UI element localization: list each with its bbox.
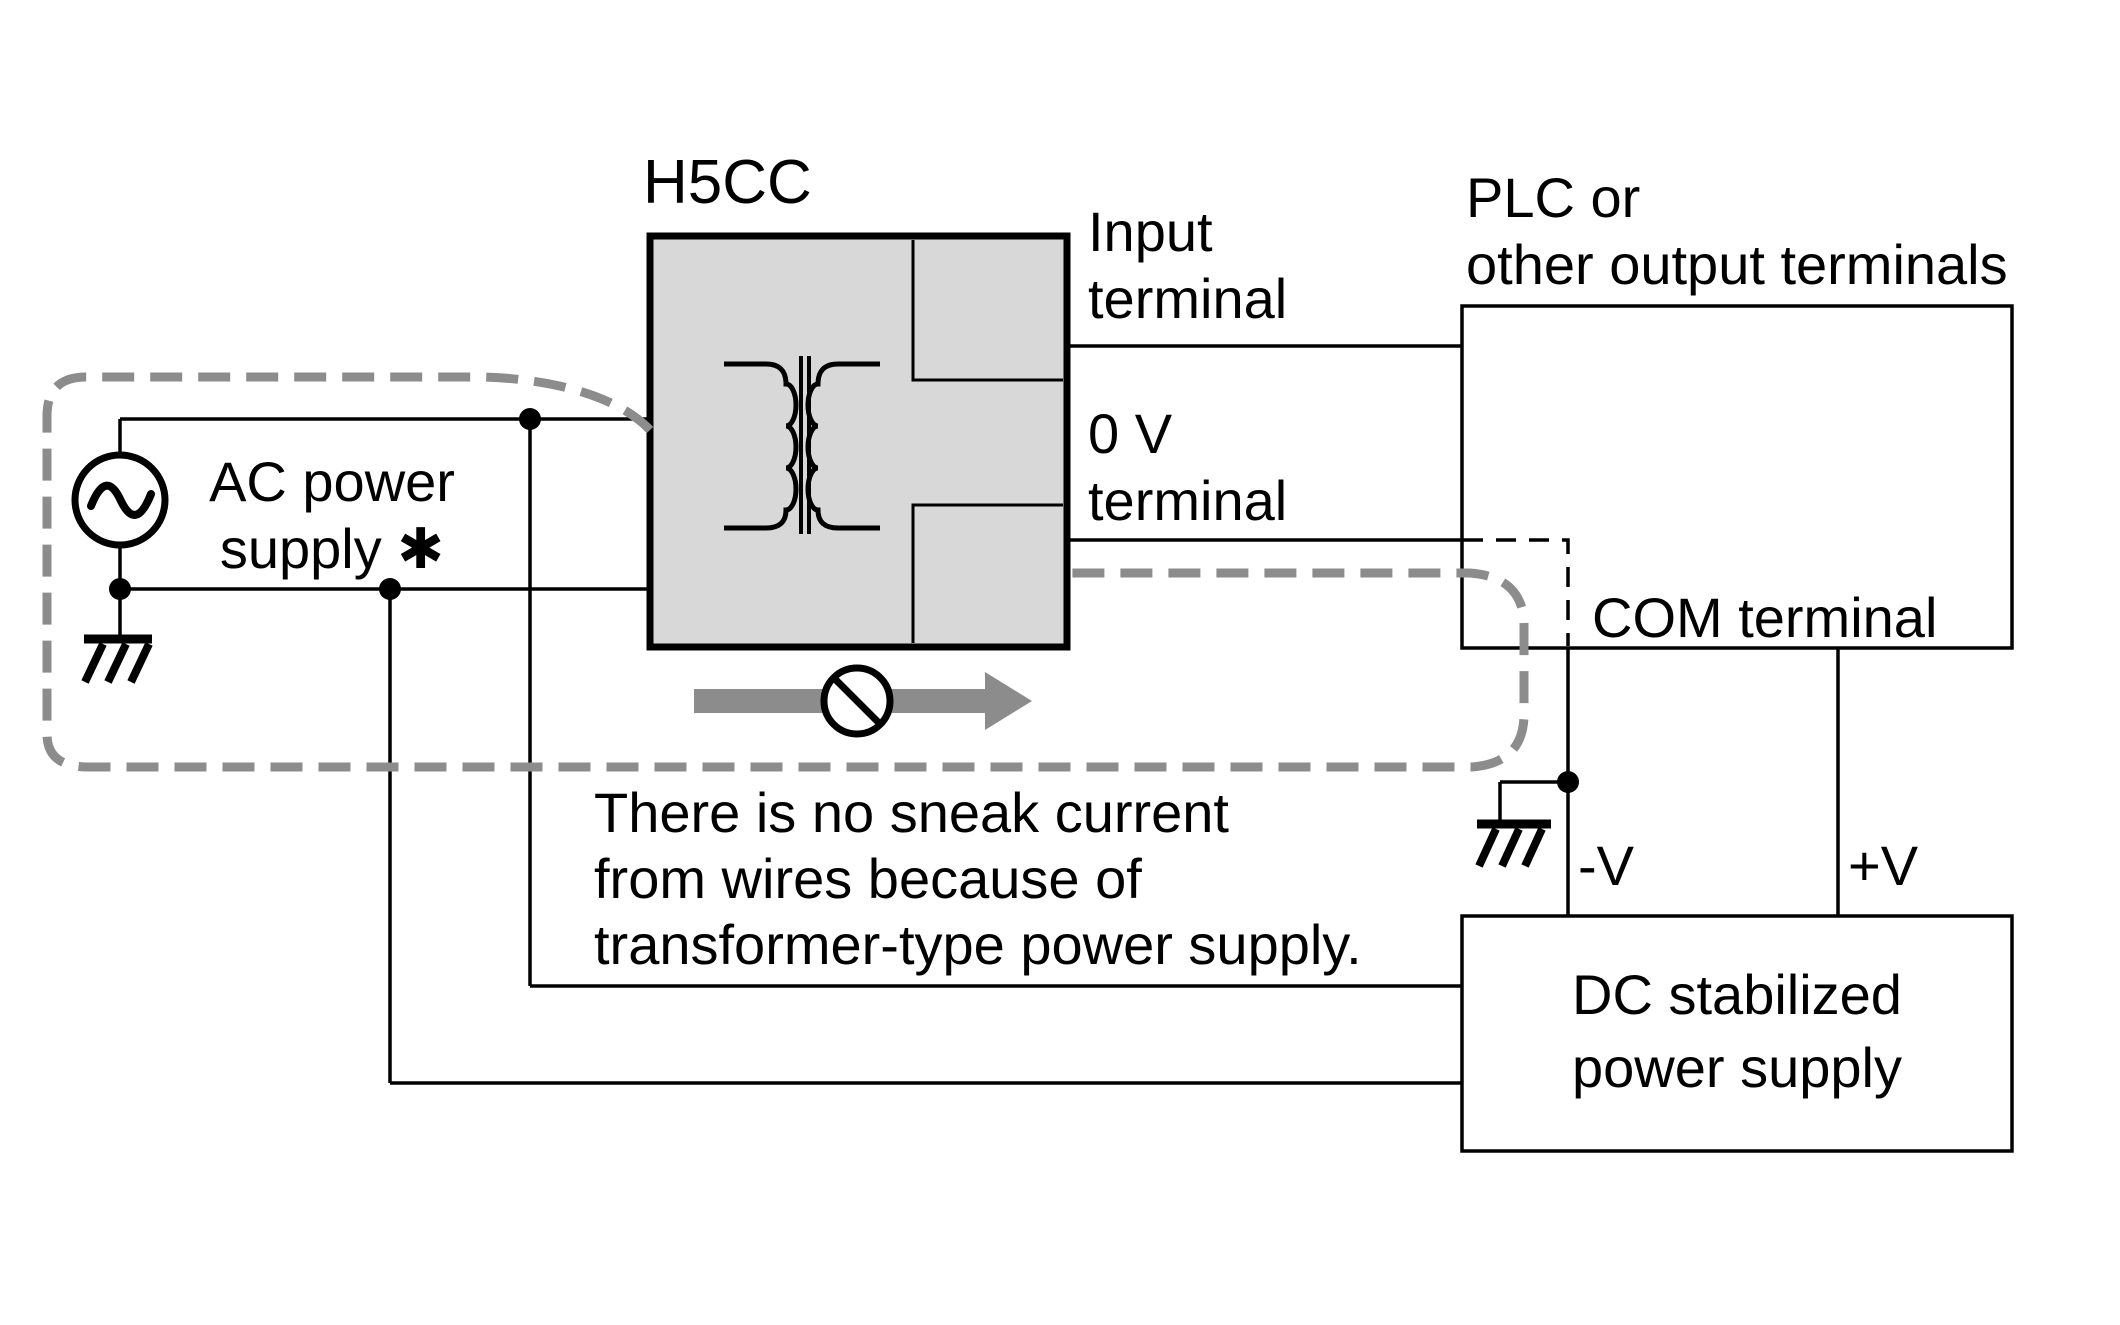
- ground-stroke: [1475, 827, 1500, 868]
- earth-ground-icon-ac: [81, 634, 153, 684]
- note-line2: from wires because of: [594, 847, 1142, 910]
- zero-v-line1: 0 V: [1088, 402, 1173, 465]
- ac-supply-line2: supply ✱: [219, 517, 445, 580]
- input-terminal-line2: terminal: [1088, 267, 1288, 330]
- plus-v-text: +V: [1848, 834, 1919, 897]
- ac-power-supply-label: AC power supply ✱: [182, 448, 482, 582]
- earth-ground-icon-dc: [1475, 819, 1551, 868]
- junction-dot: [519, 408, 541, 430]
- junction-dots: [109, 408, 1579, 793]
- dc-power-supply-box: [1460, 914, 2014, 1153]
- sine-wave-icon: [87, 481, 155, 519]
- isolation-boundary-dashed: [42, 372, 1529, 772]
- no-entry-slash: [831, 675, 883, 727]
- com-terminal-text: COM terminal: [1592, 586, 1938, 649]
- note-line1: There is no sneak current: [594, 781, 1229, 844]
- plc-label-line1: PLC or: [1466, 166, 1641, 229]
- ac-source-icon: [71, 451, 169, 549]
- ground-stroke: [1521, 827, 1546, 868]
- com-internal-dashed-wire: [1463, 538, 1570, 646]
- wires: [118, 344, 1462, 1085]
- note-line3: transformer-type power supply.: [594, 913, 1362, 976]
- h5cc-label-text: H5CC: [643, 148, 812, 217]
- h5cc-label: H5CC: [643, 150, 812, 216]
- dc-wires: [1498, 648, 1840, 916]
- h5cc-input-block-divider: [911, 240, 1063, 382]
- dc-supply-line1: DC stabilized: [1572, 963, 1902, 1026]
- h5cc-0v-block-divider: [911, 503, 1063, 643]
- ground-stroke: [1498, 827, 1523, 868]
- input-terminal-label: Input terminal: [1088, 198, 1287, 332]
- ground-stroke: [127, 642, 153, 684]
- dc-power-supply-label: DC stabilized power supply: [1462, 958, 2012, 1104]
- junction-dot: [379, 578, 401, 600]
- minus-v-label: -V: [1578, 832, 1634, 899]
- junction-dot: [109, 578, 131, 600]
- h5cc-body: [646, 232, 1071, 651]
- no-entry-icon: [820, 664, 894, 738]
- arrow-head: [985, 672, 1032, 730]
- sneak-current-note: There is no sneak current from wires bec…: [594, 780, 1362, 978]
- junction-dot: [1557, 771, 1579, 793]
- zero-v-line2: terminal: [1088, 469, 1288, 532]
- plus-v-label: +V: [1848, 832, 1918, 899]
- plc-box: [1460, 304, 2014, 650]
- ac-supply-line1: AC power: [209, 450, 455, 513]
- plc-label: PLC or other output terminals: [1466, 164, 2008, 298]
- transformer-icon: [724, 356, 880, 534]
- ground-stroke: [104, 642, 130, 684]
- transformer-primary-coil: [724, 361, 799, 531]
- minus-v-text: -V: [1578, 834, 1634, 897]
- zero-v-terminal-label: 0 V terminal: [1088, 400, 1287, 534]
- com-terminal-label: COM terminal: [1592, 584, 1937, 651]
- plc-label-line2: other output terminals: [1466, 233, 2008, 296]
- dc-supply-line2: power supply: [1572, 1036, 1902, 1099]
- h5cc-box: [646, 232, 1071, 651]
- ground-stroke: [81, 642, 107, 684]
- input-terminal-line1: Input: [1088, 200, 1213, 263]
